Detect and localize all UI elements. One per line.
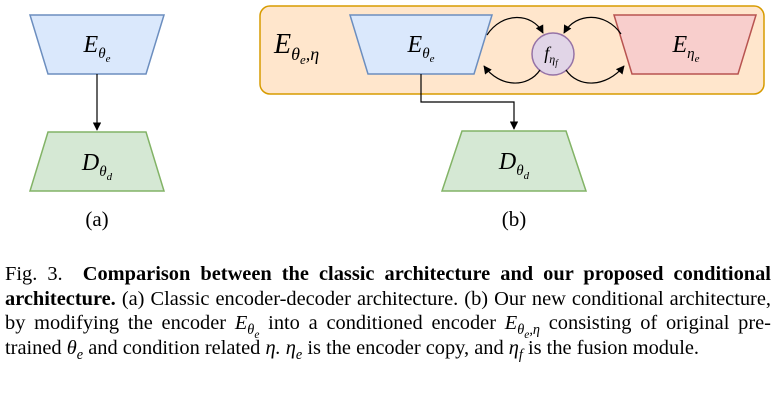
caption-text-6: is the fusion module. <box>527 336 700 359</box>
math-eta-e: ηe <box>285 336 303 363</box>
arrow-encoder-to-decoder-b <box>420 74 519 130</box>
encoder-copy-shape <box>612 14 758 75</box>
panel-b-caption: (b) <box>502 207 527 231</box>
math-eta: η. <box>265 336 281 359</box>
decoder-a-label: Dθd <box>81 150 113 183</box>
panel-b: Eθe,η Eθe fηf Eηe Dθd (b) <box>259 5 765 231</box>
math-eta-f: ηf <box>508 336 523 363</box>
arrow-fusion-to-copy <box>565 65 625 84</box>
decoder-b-shape <box>440 130 588 192</box>
arrow-encoder-to-fusion <box>486 16 544 36</box>
caption-text-4: and condition related <box>88 336 261 359</box>
math-e-theta-e: Eθe <box>234 312 260 341</box>
conditioned-encoder-label: Eθe,η <box>273 29 319 67</box>
math-e-theta-e-eta: Eθe,η <box>504 312 540 341</box>
encoder-copy-label: Eηe <box>671 32 699 65</box>
fig-label: Fig. 3. <box>5 263 63 285</box>
caption-text-2: into a conditioned encoder <box>268 312 496 334</box>
figure-caption: Fig. 3. Comparison between the classic a… <box>5 262 771 363</box>
arrow-copy-to-fusion <box>563 16 622 35</box>
arrow-fusion-to-encoder <box>483 65 541 84</box>
caption-text-1: (a) Classic encoder-decoder architecture… <box>5 287 771 335</box>
architecture-diagram: Eθe Dθd (a) Eθe,η Eθe fηf Eηe Dθd (b) <box>28 5 765 231</box>
encoder-b-shape <box>348 14 494 75</box>
encoder-a-label: Eθe <box>83 32 111 65</box>
fusion-module-shape <box>531 32 575 76</box>
panel-a: Eθe Dθd (a) <box>28 14 166 231</box>
decoder-a-shape <box>28 131 166 192</box>
decoder-b-label: Dθd <box>498 149 530 182</box>
caption-text-3: consisting of original pre-trained <box>5 312 771 359</box>
caption-text-5: is the encoder copy, and <box>307 336 504 359</box>
panel-a-caption: (a) <box>85 207 108 231</box>
encoder-a-shape <box>28 14 166 75</box>
fusion-module-label: fηf <box>544 43 559 68</box>
math-theta-e: θe <box>66 336 84 363</box>
caption-title: Comparison between the classic architect… <box>5 263 771 310</box>
encoder-b-label: Eθe <box>407 32 435 65</box>
